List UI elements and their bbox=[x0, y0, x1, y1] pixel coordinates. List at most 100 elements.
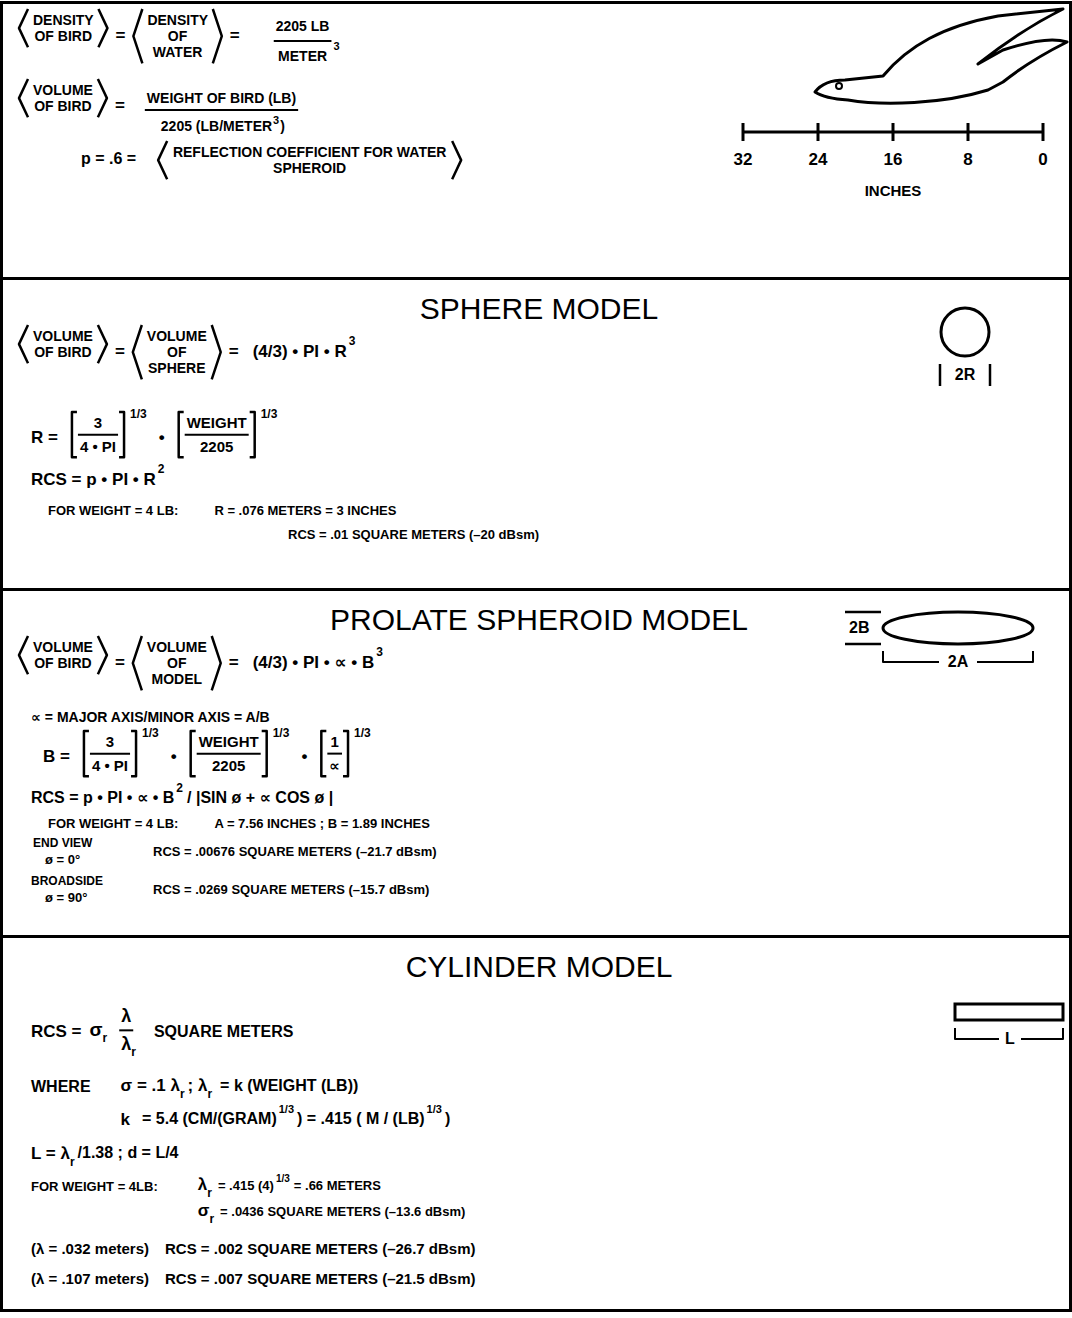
formula-text: WHERE bbox=[31, 1078, 91, 1096]
sphere-outline bbox=[941, 308, 989, 356]
angle-bracket bbox=[19, 636, 28, 674]
fraction-bar bbox=[274, 40, 332, 42]
dimension-bar bbox=[845, 643, 881, 646]
square-bracket bbox=[191, 731, 196, 776]
formula-text: DENSITY OF WATER bbox=[147, 12, 207, 60]
model-panel: PROLATE SPHEROID MODELVOLUME OF BIRD=VOL… bbox=[0, 588, 1072, 938]
formula-text: / |SIN ø + ∝ COS ø | bbox=[187, 789, 333, 807]
angle-bracket bbox=[98, 79, 107, 117]
formula-text: = k (WEIGHT (LB)) bbox=[220, 1077, 358, 1095]
angle-bracket bbox=[133, 325, 142, 379]
formula-text: REFLECTION COEFFICIENT FOR WATER SPHEROI… bbox=[172, 144, 447, 176]
angle-bracket bbox=[19, 325, 28, 363]
cylinder-outline bbox=[955, 1004, 1063, 1020]
model-panel: DENSITY OF BIRD=DENSITY OF WATER=2205 LB… bbox=[0, 1, 1072, 280]
formula-text: WEIGHT bbox=[199, 733, 259, 750]
formula-text: = bbox=[229, 342, 239, 362]
exponent: 1/3 bbox=[279, 1103, 294, 1116]
angle-bracket bbox=[158, 141, 167, 179]
bird-outline bbox=[815, 9, 1067, 103]
formula-text: RCS = p • PI • ∝ • B bbox=[31, 789, 174, 807]
exponent: 2 bbox=[158, 463, 165, 477]
scale-number: 16 bbox=[884, 150, 903, 170]
dimension-line bbox=[977, 651, 1033, 662]
dimension-bar bbox=[939, 364, 942, 386]
formula-text: /1.38 ; d = L/4 bbox=[78, 1144, 179, 1162]
formula-text: VOLUME OF MODEL bbox=[147, 639, 207, 687]
dimension-bar bbox=[845, 611, 881, 614]
formula-text: RCS = .007 SQUARE METERS (–21.5 dBsm) bbox=[165, 1270, 476, 1287]
formula-text: (4/3) • PI • ∝ • B bbox=[253, 653, 375, 673]
angle-bracket bbox=[19, 79, 28, 117]
square-bracket bbox=[119, 412, 124, 457]
fraction-bar bbox=[119, 1029, 133, 1031]
exponent: 1/3 bbox=[354, 727, 371, 741]
formula-text: WEIGHT bbox=[187, 414, 247, 431]
formula-text: = bbox=[229, 653, 239, 673]
formula-text: ) bbox=[280, 118, 285, 134]
formula-text: λ bbox=[121, 1034, 131, 1055]
scale-tick bbox=[742, 123, 745, 141]
formula-text: • bbox=[159, 428, 165, 448]
formula-text: ø = 0° bbox=[45, 853, 80, 868]
formula-text: = bbox=[230, 26, 240, 46]
formula-text: 3 bbox=[92, 733, 128, 750]
fraction-bar bbox=[185, 434, 249, 436]
bird-drawing bbox=[815, 9, 1067, 103]
formula-text: (4/3) • PI • R bbox=[253, 342, 347, 362]
formula-text: END VIEW bbox=[33, 837, 92, 851]
formula-text: VOLUME OF BIRD bbox=[33, 328, 93, 360]
exponent: 3 bbox=[349, 335, 356, 349]
dimension-label: L bbox=[1005, 1030, 1015, 1048]
scale-number: 24 bbox=[809, 150, 828, 170]
formula-text: B = bbox=[43, 747, 70, 767]
formula-text: k bbox=[121, 1110, 130, 1130]
subscript: r bbox=[207, 1187, 212, 1201]
angle-bracket bbox=[19, 9, 28, 47]
formula-text: ø = 90° bbox=[45, 891, 87, 906]
exponent: 1/3 bbox=[276, 1173, 290, 1185]
exponent: 1/3 bbox=[427, 1103, 442, 1116]
formula-text: RCS = bbox=[31, 1022, 82, 1042]
fraction-bar bbox=[197, 753, 261, 755]
formula-text: 4 • PI bbox=[80, 438, 116, 455]
scale-bar bbox=[743, 123, 1043, 141]
dimension-label: 2A bbox=[948, 653, 968, 671]
square-bracket bbox=[179, 412, 184, 457]
formula-text: L = λ bbox=[31, 1144, 70, 1164]
square-bracket bbox=[262, 731, 267, 776]
formula-text: 4 • PI bbox=[92, 757, 128, 774]
exponent: 2 bbox=[176, 782, 183, 796]
formula-text: λ bbox=[198, 1175, 207, 1195]
spheroid-outline bbox=[883, 612, 1033, 644]
formula-text: = bbox=[115, 96, 125, 116]
angle-bracket bbox=[98, 9, 107, 47]
formula-text: = .415 (4) bbox=[218, 1179, 274, 1194]
formula-text: = bbox=[115, 26, 125, 46]
formula-text: = .0436 SQUARE METERS (–13.6 dBsm) bbox=[220, 1205, 465, 1220]
formula-text: (λ = .107 meters) bbox=[31, 1270, 149, 1287]
panel-title: PROLATE SPHEROID MODEL bbox=[330, 603, 748, 638]
scale-number: 0 bbox=[1038, 150, 1047, 170]
formula-text: 2205 (LB/METER bbox=[161, 118, 272, 134]
formula-text: 2205 bbox=[199, 757, 259, 774]
formula-text: ) = .415 ( M / (LB) bbox=[297, 1110, 425, 1128]
subscript: r bbox=[209, 1213, 214, 1227]
square-bracket bbox=[72, 412, 77, 457]
formula-text: VOLUME OF SPHERE bbox=[147, 328, 207, 376]
dimension-line bbox=[1021, 1028, 1063, 1039]
dimension-line bbox=[955, 1028, 999, 1039]
exponent: 3 bbox=[333, 40, 339, 53]
fraction-bar bbox=[78, 434, 118, 436]
fraction-bar bbox=[145, 109, 298, 111]
angle-bracket bbox=[98, 325, 107, 363]
square-bracket bbox=[84, 731, 89, 776]
fraction-bar bbox=[90, 753, 130, 755]
formula-text: σ bbox=[198, 1201, 210, 1221]
scale-number: 8 bbox=[963, 150, 972, 170]
exponent: 1/3 bbox=[130, 408, 147, 422]
formula-text: BROADSIDE bbox=[31, 875, 103, 889]
square-bracket bbox=[250, 412, 255, 457]
dimension-label: 2R bbox=[955, 366, 975, 384]
